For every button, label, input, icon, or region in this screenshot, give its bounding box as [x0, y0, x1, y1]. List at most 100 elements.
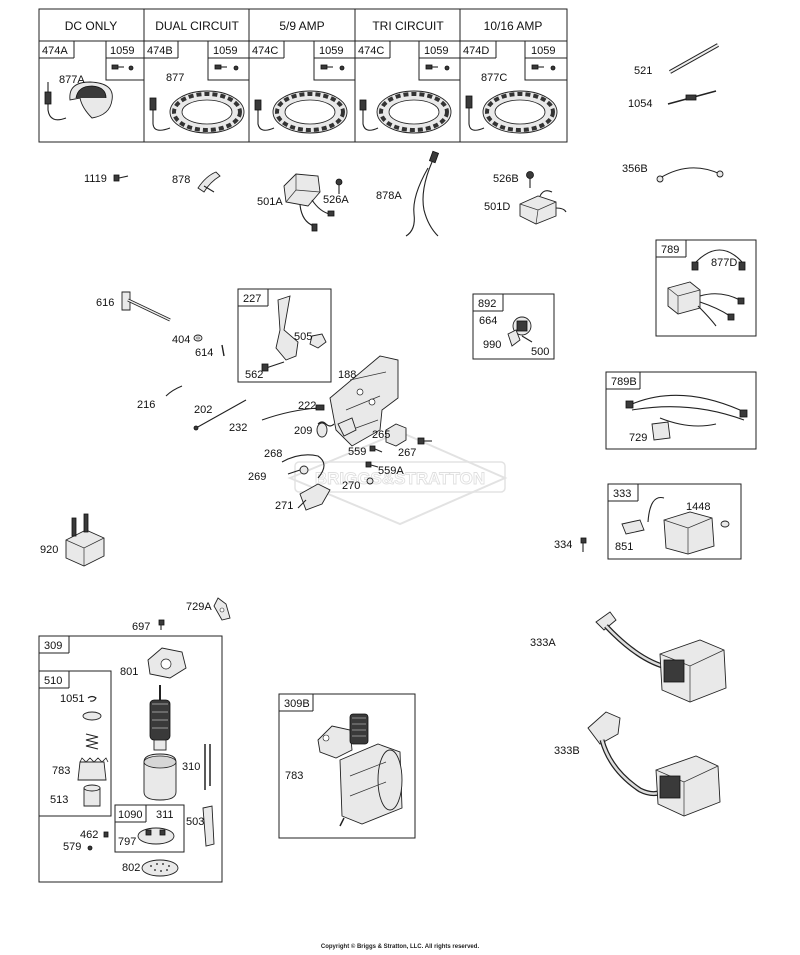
label-562: 562 — [245, 369, 263, 381]
label-503: 503 — [186, 816, 204, 828]
label-877C: 877C — [481, 72, 507, 84]
label-311: 311 — [156, 809, 174, 821]
label-501A: 501A — [257, 196, 283, 208]
solenoid-920-icon — [65, 513, 105, 567]
label-526A: 526A — [323, 194, 349, 206]
label-356B: 356B — [622, 163, 648, 175]
label-271: 271 — [275, 500, 293, 512]
connector-878-icon — [197, 171, 221, 193]
label-334: 334 — [554, 539, 572, 551]
label-797: 797 — [118, 836, 136, 848]
screw-1119-icon — [113, 174, 129, 182]
label-526B: 526B — [493, 173, 519, 185]
label-783: 783 — [52, 765, 70, 777]
label-267: 267 — [398, 447, 416, 459]
label-990: 990 — [483, 339, 501, 351]
ignition-coil-333B-icon — [587, 711, 721, 817]
header-dc-only: DC ONLY — [65, 19, 117, 33]
screw-icon — [111, 64, 556, 71]
label-270: 270 — [342, 480, 360, 492]
label-404: 404 — [172, 334, 190, 346]
box-label-510: 510 — [44, 675, 62, 687]
label-188: 188 — [338, 369, 356, 381]
box-label-474C-tri: 474C — [358, 45, 384, 57]
stator-dc-only-icon — [44, 81, 113, 121]
box-789: 789 877D — [655, 239, 757, 337]
header-dual-circuit: DUAL CIRCUIT — [155, 19, 239, 33]
wire-269-icon — [287, 465, 309, 475]
box-label-474B: 474B — [147, 45, 173, 57]
screw-697-icon — [158, 619, 165, 630]
box-label-309: 309 — [44, 640, 62, 652]
label-1119: 1119 — [84, 173, 107, 185]
screw-526A-icon — [335, 178, 343, 194]
box-label-1059-c: 1059 — [319, 45, 343, 57]
label-202: 202 — [194, 404, 212, 416]
label-501D: 501D — [484, 201, 510, 213]
label-500: 500 — [531, 346, 549, 358]
wire-521-icon — [669, 43, 719, 74]
label-614: 614 — [195, 347, 213, 359]
label-216: 216 — [137, 399, 155, 411]
label-1051: 1051 — [60, 693, 84, 705]
box-label-1090: 1090 — [118, 809, 142, 821]
box-label-789: 789 — [661, 244, 679, 256]
label-268: 268 — [264, 448, 282, 460]
regulator-501D-icon — [519, 190, 567, 225]
cable-268-icon — [281, 454, 325, 479]
box-label-474C: 474C — [252, 45, 278, 57]
label-513: 513 — [50, 794, 68, 806]
stator-dual-circuit-icon — [149, 90, 245, 134]
header-5-9-amp: 5/9 AMP — [279, 19, 324, 33]
label-877D: 877D — [711, 257, 737, 269]
label-664: 664 — [479, 315, 497, 327]
header-10-16-amp: 10/16 AMP — [484, 19, 543, 33]
box-309B: 309B 783 — [278, 693, 416, 839]
screw-334-icon — [580, 537, 587, 552]
label-559: 559 — [348, 446, 366, 458]
wire-harness-878A-icon — [405, 150, 440, 237]
box-label-333: 333 — [613, 488, 631, 500]
copyright-notice: Copyright © Briggs & Stratton, LLC. All … — [320, 944, 480, 950]
box-label-227: 227 — [243, 293, 261, 305]
label-878: 878 — [172, 174, 190, 186]
label-877: 877 — [166, 72, 184, 84]
box-label-1059-b: 1059 — [213, 45, 237, 57]
box-333: 333 1448 851 — [607, 483, 742, 560]
label-1054: 1054 — [628, 98, 652, 110]
box-label-474A: 474A — [42, 45, 68, 57]
ignition-coil-333A-icon — [595, 611, 727, 703]
label-269: 269 — [248, 471, 266, 483]
box-label-789B: 789B — [611, 376, 637, 388]
label-462: 462 — [80, 829, 98, 841]
lever-271-icon — [297, 483, 331, 511]
cable-232-icon — [261, 404, 325, 421]
box-label-474D: 474D — [463, 45, 489, 57]
label-505: 505 — [294, 331, 312, 343]
washer-404-icon — [193, 334, 203, 342]
label-801: 801 — [120, 666, 138, 678]
box-label-1059-d: 1059 — [424, 45, 448, 57]
ground-wire-356B-icon — [656, 167, 724, 183]
box-789B: 789B 729 — [605, 371, 757, 450]
box-227: 227 505 562 — [237, 288, 332, 383]
nut-270-icon — [366, 477, 374, 485]
screw-559-icon — [369, 445, 383, 453]
label-729: 729 — [629, 432, 647, 444]
label-265: 265 — [372, 429, 390, 441]
watermark-text: BRIGGS&STRATTON — [315, 469, 485, 488]
label-616: 616 — [96, 297, 114, 309]
clip-729A-icon — [213, 597, 231, 621]
screw-559A-icon — [365, 461, 379, 468]
label-920: 920 — [40, 544, 58, 556]
label-333A: 333A — [530, 637, 556, 649]
label-310: 310 — [182, 761, 200, 773]
tie-strap-1054-icon — [667, 90, 717, 105]
box-label-892: 892 — [478, 298, 496, 310]
control-bracket-icon — [329, 355, 399, 447]
box-label-1059-a: 1059 — [110, 45, 134, 57]
box-label-1059-e: 1059 — [531, 45, 555, 57]
label-851: 851 — [615, 541, 633, 553]
link-202-icon — [193, 399, 247, 431]
